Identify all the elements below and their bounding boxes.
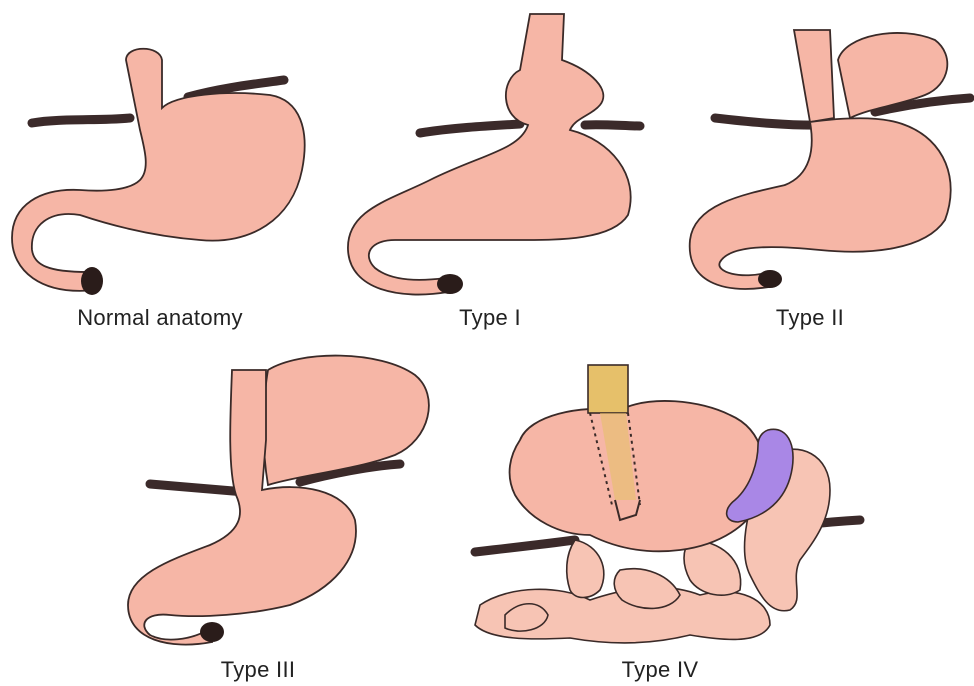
- diaphragm-left: [475, 540, 575, 552]
- esophagus-tube: [588, 365, 628, 413]
- caption-type-iv: Type IV: [622, 657, 699, 683]
